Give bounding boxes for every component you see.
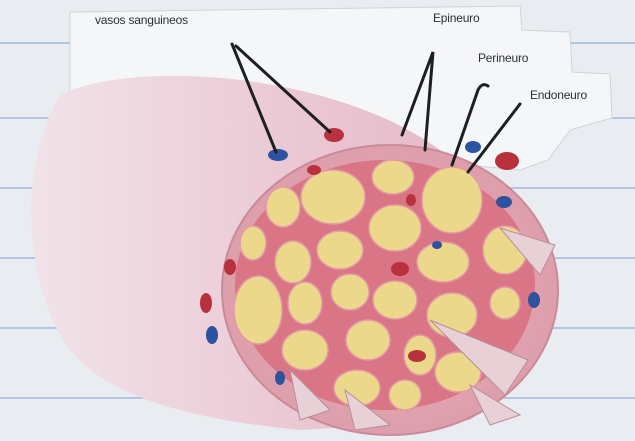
vessel-blue bbox=[268, 149, 288, 161]
vessel-red bbox=[307, 165, 321, 175]
label-endoneuro: Endoneuro bbox=[530, 88, 587, 102]
vessel-red bbox=[224, 259, 236, 275]
fascicle bbox=[369, 205, 421, 251]
fascicle bbox=[346, 320, 390, 360]
vessel-blue bbox=[275, 371, 285, 385]
fascicle bbox=[417, 242, 469, 282]
fascicle bbox=[490, 287, 520, 319]
vessel-red bbox=[406, 194, 416, 206]
vessel-red bbox=[200, 293, 212, 313]
vessel-blue bbox=[432, 241, 442, 249]
fascicle bbox=[331, 274, 369, 310]
fascicle bbox=[282, 330, 328, 370]
fascicle bbox=[389, 380, 421, 410]
vessel-blue bbox=[528, 292, 540, 308]
fascicle bbox=[373, 281, 417, 319]
fascicle bbox=[234, 276, 282, 344]
label-perineuro: Perineuro bbox=[478, 51, 528, 65]
fascicle bbox=[372, 160, 414, 194]
fascicle bbox=[266, 187, 300, 227]
vessel-red bbox=[408, 350, 426, 362]
vessel-blue bbox=[496, 196, 512, 208]
fascicle bbox=[422, 167, 482, 233]
fascicle bbox=[288, 282, 322, 324]
label-vasos-sanguineos: vasos sanguineos bbox=[95, 13, 188, 27]
fascicle bbox=[301, 170, 365, 224]
vessel-red bbox=[391, 262, 409, 276]
fascicle bbox=[240, 226, 266, 260]
label-epineuro: Epineuro bbox=[433, 11, 479, 25]
vessel-red bbox=[495, 152, 519, 170]
fascicle bbox=[275, 241, 311, 283]
fascicle bbox=[317, 231, 363, 269]
vessel-blue bbox=[465, 141, 481, 153]
vessel-blue bbox=[206, 326, 218, 344]
